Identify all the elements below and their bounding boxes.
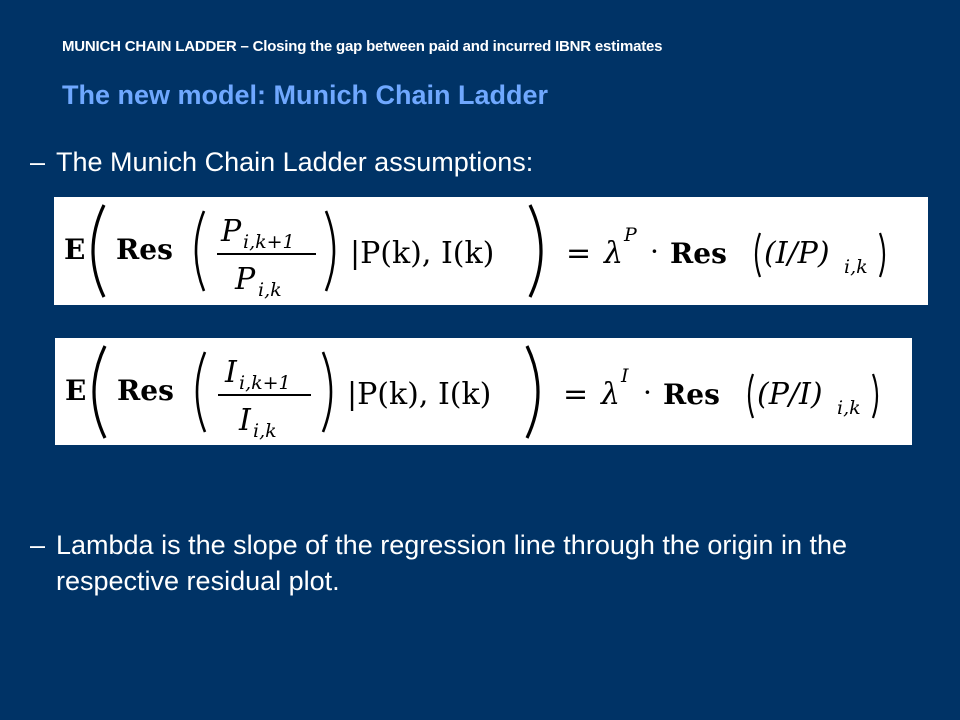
medium-right-paren	[321, 351, 333, 433]
condition-text: |P(k), I(k)	[347, 377, 491, 412]
ratio-sub: i,k	[844, 256, 868, 278]
slide-title: The new model: Munich Chain Ladder	[62, 80, 549, 110]
ratio-sub: i,k	[837, 397, 861, 419]
res-operator-2: Res	[670, 237, 727, 270]
medium-right-paren	[324, 210, 336, 292]
bullet-lambda: – Lambda is the slope of the regression …	[30, 527, 850, 599]
equation-incurred: E Res I i,k+1 I i,k |P(k), I(k) = λ I · …	[55, 338, 912, 445]
denominator-sub: i,k	[253, 420, 277, 442]
lambda-superscript: P	[623, 224, 638, 246]
small-right-paren	[878, 232, 886, 278]
medium-left-paren	[195, 351, 207, 433]
denominator-var: P	[234, 262, 256, 297]
big-right-paren	[525, 345, 540, 439]
equals-sign: =	[563, 377, 588, 412]
bullet-text: The Munich Chain Ladder assumptions:	[56, 147, 534, 177]
numerator-sub: i,k+1	[239, 372, 291, 394]
res-operator-2: Res	[663, 378, 720, 411]
big-left-paren	[91, 204, 106, 298]
slide-header: MUNICH CHAIN LADDER – Closing the gap be…	[62, 38, 663, 55]
denominator-var: I	[238, 403, 252, 438]
equation-paid: E Res P i,k+1 P i,k |P(k), I(k) = λ P · …	[54, 197, 928, 305]
big-right-paren	[528, 204, 543, 298]
big-left-paren	[92, 345, 107, 439]
ratio-text: (I/P)	[764, 236, 830, 271]
res-operator: Res	[117, 374, 174, 407]
denominator-sub: i,k	[258, 279, 282, 301]
small-right-paren	[871, 373, 879, 419]
res-operator: Res	[116, 233, 173, 266]
ratio-text: (P/I)	[757, 377, 823, 412]
medium-left-paren	[194, 210, 206, 292]
small-left-paren	[754, 232, 762, 278]
condition-text: |P(k), I(k)	[350, 236, 494, 271]
equation-paid-svg: E Res P i,k+1 P i,k |P(k), I(k) = λ P · …	[64, 204, 886, 301]
numerator-var: I	[224, 355, 238, 390]
small-left-paren	[747, 373, 755, 419]
lambda-symbol: λ	[603, 236, 623, 271]
bullet-dash: –	[30, 147, 46, 177]
bullet-text: Lambda is the slope of the regression li…	[56, 530, 848, 596]
numerator-var: P	[220, 214, 242, 249]
lambda-symbol: λ	[600, 377, 620, 412]
dot-operator: ·	[650, 235, 659, 268]
expectation-symbol: E	[64, 233, 85, 266]
bullet-dash: –	[30, 530, 46, 560]
expectation-symbol: E	[65, 374, 86, 407]
lambda-superscript: I	[620, 365, 629, 387]
dot-operator: ·	[643, 376, 652, 409]
bullet-assumptions: – The Munich Chain Ladder assumptions:	[30, 144, 790, 180]
equation-incurred-svg: E Res I i,k+1 I i,k |P(k), I(k) = λ I · …	[65, 345, 879, 442]
equals-sign: =	[566, 236, 591, 271]
numerator-sub: i,k+1	[243, 231, 295, 253]
